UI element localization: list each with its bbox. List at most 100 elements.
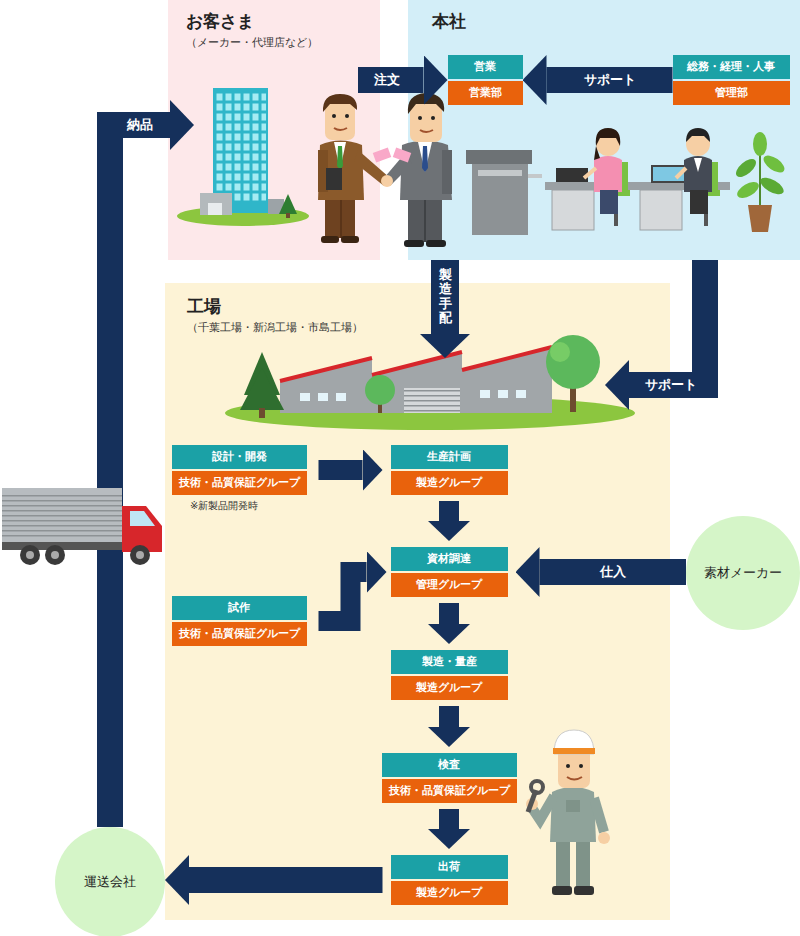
office-man	[676, 168, 686, 178]
customer-person	[318, 94, 390, 243]
edge-label: 注文	[374, 71, 400, 89]
customer-person	[340, 198, 342, 238]
potted-plant	[733, 132, 787, 232]
factory-worker	[554, 730, 594, 754]
factory-worker	[594, 798, 604, 832]
flow-arrow	[189, 867, 383, 893]
node-title: 工場	[187, 295, 648, 318]
flow-arrow	[439, 603, 459, 624]
copier	[466, 150, 532, 164]
factory-building	[516, 390, 526, 398]
office-building	[286, 213, 290, 218]
copier	[528, 174, 542, 178]
node-title: 営業	[448, 55, 523, 79]
sales-person	[420, 130, 433, 132]
flow-arrow	[319, 460, 363, 480]
truck-illustration	[20, 545, 40, 565]
sales-person	[431, 116, 435, 120]
sales-person	[373, 148, 391, 163]
truck-illustration	[26, 551, 34, 559]
circle-shape	[686, 516, 800, 630]
customer-person	[321, 236, 339, 243]
edge-label: 仕入	[600, 563, 626, 581]
region-background	[165, 0, 800, 920]
truck-illustration	[130, 511, 155, 526]
factory-worker	[556, 838, 570, 890]
factory-worker	[526, 730, 610, 895]
truck-illustration	[130, 545, 150, 565]
truck-illustration	[51, 551, 59, 559]
factory-worker	[598, 832, 610, 844]
potted-plant	[759, 150, 761, 205]
potted-plant	[733, 156, 759, 181]
partner-circle: 素材メーカー	[686, 516, 800, 630]
office-woman	[584, 168, 596, 178]
factory-building	[404, 388, 460, 413]
node-title: 素材メーカー	[704, 564, 782, 582]
truck-illustration	[2, 488, 122, 544]
customer-person	[318, 141, 364, 201]
office-building	[279, 194, 297, 214]
customer-person	[332, 114, 336, 118]
edge-label: サポート	[584, 71, 636, 89]
customer-person	[334, 128, 347, 130]
customer-person	[337, 146, 343, 170]
office-desks	[556, 168, 588, 182]
node-title: お客さま	[186, 10, 362, 33]
region-background	[165, 283, 670, 920]
office-woman	[596, 128, 621, 146]
edge-label: 製造手配	[439, 268, 452, 325]
node-title: 出荷	[391, 855, 508, 879]
office-man	[694, 158, 702, 172]
node-title: 設計・開発	[172, 445, 307, 469]
office-man	[686, 128, 710, 142]
node-subtitle: 技術・品質保証グループ	[382, 779, 517, 803]
edge-label: 納品	[127, 116, 153, 134]
office-desks	[652, 166, 686, 182]
node-subtitle: 管理グループ	[391, 573, 508, 597]
sales-person	[381, 175, 393, 187]
sales-person	[418, 116, 422, 120]
factory-worker	[550, 787, 596, 842]
process-box: 出荷製造グループ	[391, 855, 508, 905]
node-title: 運送会社	[84, 873, 136, 891]
sales-person	[418, 142, 432, 172]
node-title: 資材調達	[391, 547, 508, 571]
flow-arrow	[439, 706, 459, 727]
node-subtitle: 製造グループ	[391, 881, 508, 905]
node-subtitle: 管理部	[673, 81, 790, 105]
factory-building	[404, 388, 460, 413]
process-box: 総務・経理・人事管理部	[673, 55, 790, 105]
copier	[478, 170, 522, 176]
factory-building	[318, 393, 328, 401]
customer-person	[341, 236, 359, 243]
sales-person	[408, 196, 442, 242]
office-building	[200, 193, 232, 215]
node-subtitle: 製造グループ	[391, 676, 508, 700]
sales-person	[426, 240, 446, 247]
customer-person	[334, 142, 346, 170]
node-title: 試作	[172, 596, 307, 620]
node-title: 製造・量産	[391, 650, 508, 674]
office-man	[676, 128, 712, 214]
flow-arrow	[319, 572, 367, 621]
factory-worker	[576, 838, 590, 890]
node-title: 本社	[432, 10, 776, 33]
office-building	[208, 203, 222, 215]
factory-worker	[567, 777, 582, 780]
sales-person	[400, 141, 452, 201]
truck-illustration	[136, 551, 144, 559]
flow-arrow	[439, 809, 459, 829]
office-woman	[600, 190, 618, 214]
region-background	[168, 0, 380, 260]
truck-illustration	[122, 506, 162, 552]
office-man	[690, 190, 708, 214]
factory-building	[365, 375, 395, 405]
flow-arrow	[358, 67, 424, 93]
node-title: 総務・経理・人事	[673, 55, 790, 79]
flow-arrow	[540, 559, 687, 585]
office-woman	[594, 156, 622, 192]
factory-worker	[566, 800, 580, 812]
factory-worker	[579, 764, 583, 768]
